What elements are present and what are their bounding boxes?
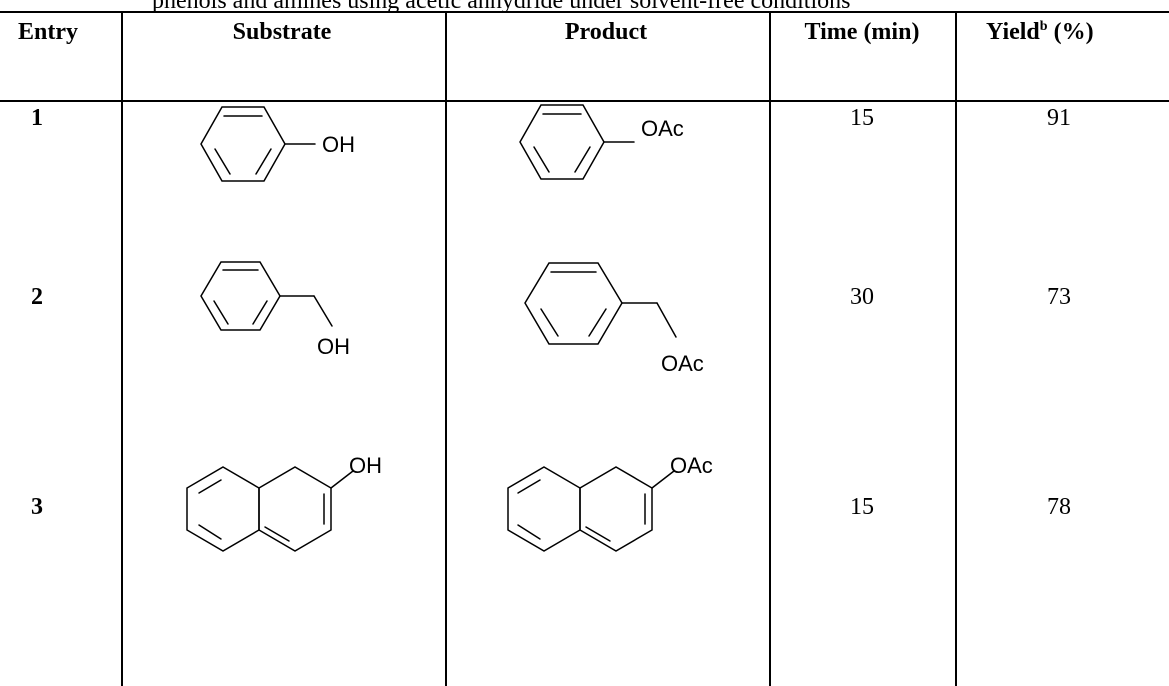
header-entry: Entry [18,19,78,45]
row-1-substrate-group: OH [322,132,355,157]
phenol-structure: OH [200,106,355,182]
row-2-entry: 2 [31,284,43,310]
row-1-time: 15 [850,105,874,131]
row-2-substrate-group: OH [317,334,350,359]
table-caption: phenols and amines using acetic anhydrid… [0,0,1169,12]
row-2-yield: 73 [1047,284,1071,310]
row-2-product-group: OAc [661,351,704,376]
row-3-yield: 78 [1047,494,1071,520]
header-time: Time (min) [804,19,920,45]
column-divider-3 [769,11,771,686]
2-naphthyl-acetate-structure: OAc [507,453,713,552]
row-2-time: 30 [850,284,874,310]
row-1-yield: 91 [1047,105,1071,131]
row-1-product-group: OAc [641,116,684,141]
column-divider-4 [955,11,957,686]
row-3-substrate-group: OH [349,453,382,478]
header-yield-unit: (%) [1047,19,1094,45]
row-3-product-group: OAc [670,453,713,478]
row-3-time: 15 [850,494,874,520]
column-divider-2 [445,11,447,686]
column-divider-1 [121,11,123,686]
header-yield-label: Yield [986,19,1040,45]
table-caption-text: phenols and amines using acetic anhydrid… [152,0,850,12]
header-product: Product [564,19,648,45]
phenyl-acetate-structure: OAc [519,104,684,180]
benzyl-alcohol-structure: OH [200,261,350,359]
table-header-rule [0,100,1169,102]
row-1-entry: 1 [31,105,43,131]
table-top-rule [0,11,1169,13]
row-3-entry: 3 [31,494,43,520]
header-yield-footnote: b [1039,19,1048,34]
benzyl-acetate-structure: OAc [524,262,704,376]
2-naphthol-structure: OH [186,453,382,552]
header-yield: Yieldb (%) [986,18,1094,46]
header-substrate: Substrate [232,19,332,45]
